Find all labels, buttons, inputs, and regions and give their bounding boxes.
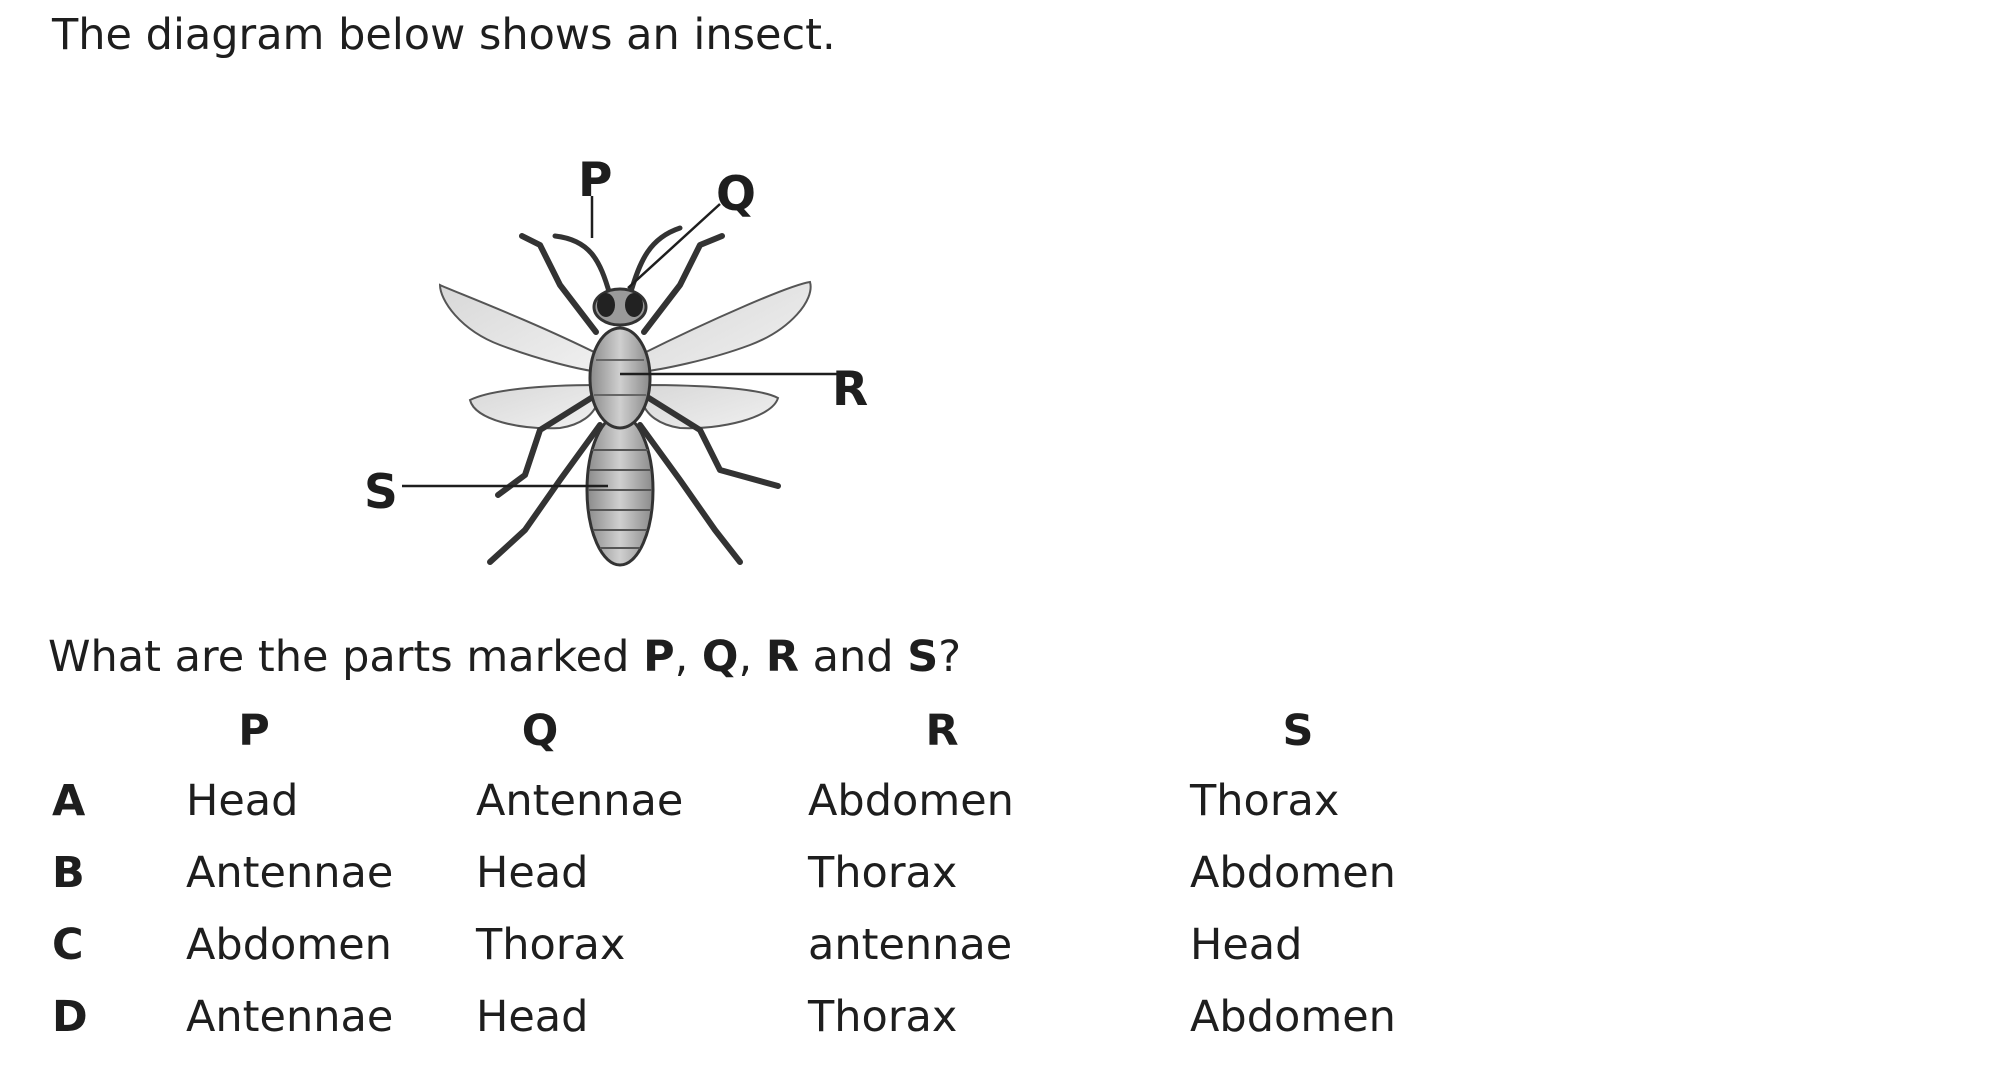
option-cell-r: Thorax xyxy=(808,992,958,1042)
option-letter: D xyxy=(52,992,88,1042)
option-cell-p: Antennae xyxy=(186,848,394,898)
option-cell-p: Abdomen xyxy=(186,920,392,970)
option-cell-q: Thorax xyxy=(476,920,626,970)
question-p: P xyxy=(643,632,675,682)
option-cell-r: Thorax xyxy=(808,848,958,898)
option-letter: A xyxy=(52,776,86,826)
option-cell-s: Abdomen xyxy=(1190,848,1396,898)
option-cell-s: Head xyxy=(1190,920,1303,970)
option-cell-s: Thorax xyxy=(1190,776,1340,826)
option-letter: B xyxy=(52,848,85,898)
question-q: Q xyxy=(701,632,739,682)
option-cell-p: Head xyxy=(186,776,299,826)
question-prefix: What are the parts marked xyxy=(48,632,644,682)
intro-text: The diagram below shows an insect. xyxy=(52,10,836,60)
question-text: What are the parts marked P, Q, R and S? xyxy=(48,632,961,682)
option-cell-r: Abdomen xyxy=(808,776,1014,826)
option-cell-q: Head xyxy=(476,848,589,898)
question-sep: , xyxy=(674,632,702,682)
option-cell-q: Antennae xyxy=(476,776,684,826)
header-s: S xyxy=(1282,706,1314,756)
option-cell-s: Abdomen xyxy=(1190,992,1396,1042)
header-q: Q xyxy=(521,706,559,756)
question-s: S xyxy=(907,632,939,682)
header-p: P xyxy=(238,706,270,756)
question-and: and xyxy=(798,632,908,682)
header-r: R xyxy=(925,706,959,756)
option-cell-q: Head xyxy=(476,992,589,1042)
option-cell-p: Antennae xyxy=(186,992,394,1042)
option-letter: C xyxy=(52,920,84,970)
question-r: R xyxy=(765,632,799,682)
question-suffix: ? xyxy=(938,632,962,682)
question-sep: , xyxy=(738,632,766,682)
option-cell-r: antennae xyxy=(808,920,1013,970)
